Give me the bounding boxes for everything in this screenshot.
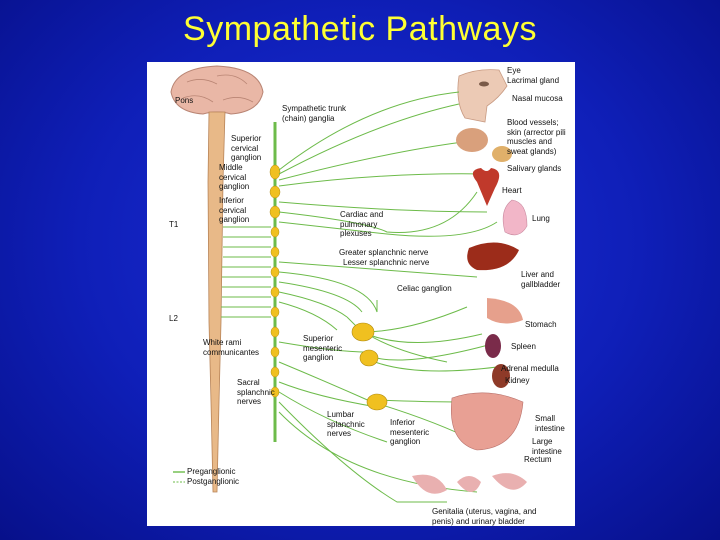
white-rami [221,226,271,318]
head-illustration [457,69,508,123]
label-lung: Lung [532,214,550,223]
label-stomach: Stomach [525,320,557,329]
label-cardiac-plexuses: Cardiac and pulmonary plexuses [340,210,384,238]
pathway-diagram [170,65,528,503]
label-l2: L2 [169,314,178,323]
label-heart: Heart [502,186,522,195]
label-eye: Eye Lacrimal gland [507,66,560,85]
label-kidney: Kidney [505,376,530,385]
brain-illustration [170,65,264,115]
label-sacral-splanchnic: Sacral splanchnic nerves [237,378,275,406]
label-small-intestine: Small intestine [535,414,565,433]
label-genitalia: Genitalia (uterus, vagina, and penis) an… [432,507,537,526]
label-celiac-ganglion: Celiac ganglion [397,284,452,293]
intestines-illustration [451,392,524,451]
spleen-illustration [485,334,501,358]
stomach-illustration [487,298,523,324]
label-lesser-splanchnic: Lesser splanchnic nerve [343,258,430,267]
diagram-panel: Eye Lacrimal gland Nasal mucosa Pons Sym… [147,62,575,526]
salivary-illustration [492,146,512,162]
skin-block [456,128,488,152]
label-inferior-mesenteric-ganglion: Inferior mesenteric ganglion [390,418,430,446]
label-white-rami: White rami communicantes [203,338,260,357]
label-t1: T1 [169,220,179,229]
adrenal-kidney-illustration [492,364,510,388]
label-pons: Pons [175,96,194,105]
genitalia-illustration [412,473,527,494]
legend-postganglionic-label: Postganglionic [187,477,240,486]
prevertebral-ganglia [351,322,388,411]
postganglionic-fibers [278,91,498,313]
label-greater-splanchnic: Greater splanchnic nerve [339,248,429,257]
label-salivary-glands: Salivary glands [507,164,562,173]
heart-illustration [472,168,500,206]
label-large-intestine: Large intestine [532,437,562,456]
slide-title: Sympathetic Pathways [183,10,537,48]
label-spleen: Spleen [511,342,536,351]
liver-illustration [467,242,519,271]
label-superior-mesenteric-ganglion: Superior mesenteric ganglion [303,334,343,362]
label-liver: Liver and gallbladder [521,270,561,289]
lung-illustration [502,199,528,236]
label-blood-vessels: Blood vessels; skin (arrector pili muscl… [507,118,566,156]
chain-ganglia [269,164,281,398]
label-adrenal-medulla: Adrenal medulla [501,364,559,373]
label-inferior-cervical-ganglion: Inferior cervical ganglion [219,196,250,224]
label-lumbar-splanchnic: Lumbar splanchnic nerves [327,410,365,438]
label-superior-cervical-ganglion: Superior cervical ganglion [231,134,262,162]
label-rectum: Rectum [524,455,552,464]
organ-illustrations [412,128,528,494]
legend-preganglionic-label: Preganglionic [187,467,236,476]
label-nasal-mucosa: Nasal mucosa [512,94,563,103]
label-sympathetic-trunk: Sympathetic trunk (chain) ganglia [282,104,347,123]
label-middle-cervical-ganglion: Middle cervical ganglion [219,163,250,191]
spinal-cord [207,111,226,493]
